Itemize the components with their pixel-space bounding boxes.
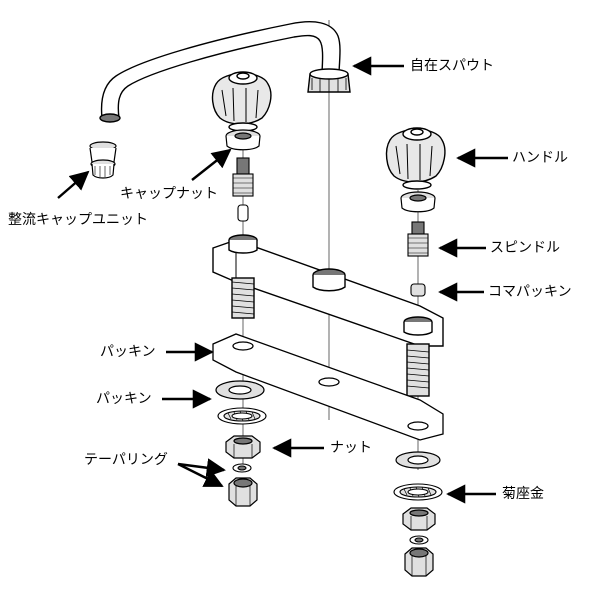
left-spindle: [232, 157, 254, 222]
label-top-packing: コマパッキン: [488, 284, 572, 300]
left-compression-nut: [228, 477, 258, 507]
label-washer: 菊座金: [502, 486, 544, 502]
top-packing: [410, 283, 426, 297]
right-taper-ring: [409, 535, 429, 545]
label-cap-nut: キャップナット: [120, 186, 218, 202]
spout: [99, 21, 351, 123]
right-handle: [385, 127, 446, 190]
right-compression-nut: [404, 547, 434, 577]
right-washer: [393, 483, 443, 501]
arrow-cap-nut: [191, 148, 232, 181]
arrow-taper-ring-2: [177, 462, 224, 488]
arrow-taper-ring-1: [177, 458, 226, 478]
left-lower-packing: [215, 380, 265, 400]
label-nut: ナット: [330, 440, 372, 456]
right-cap-nut: [400, 191, 436, 213]
label-packing-upper: パッキン: [100, 344, 156, 360]
right-nut: [402, 507, 436, 531]
aerator-cap-unit: [89, 141, 117, 179]
right-lower-packing: [395, 451, 441, 469]
left-nut: [225, 435, 261, 459]
label-spindle: スピンドル: [490, 240, 560, 256]
gasket-plate: [212, 333, 444, 441]
label-taper-ring: テーパリング: [84, 452, 168, 468]
label-aerator-cap-unit: 整流キャップユニット: [8, 212, 148, 228]
left-cap-nut: [225, 129, 261, 151]
label-packing-lower: パッキン: [96, 391, 152, 407]
faucet-body: [212, 234, 444, 397]
left-handle: [211, 71, 272, 132]
label-spout: 自在スパウト: [410, 58, 494, 74]
arrow-aerator: [57, 170, 90, 199]
right-spindle: [407, 221, 429, 257]
left-taper-ring: [232, 463, 252, 473]
callout-arrows: [57, 56, 508, 504]
label-handle: ハンドル: [512, 150, 568, 166]
left-washer: [217, 407, 267, 425]
